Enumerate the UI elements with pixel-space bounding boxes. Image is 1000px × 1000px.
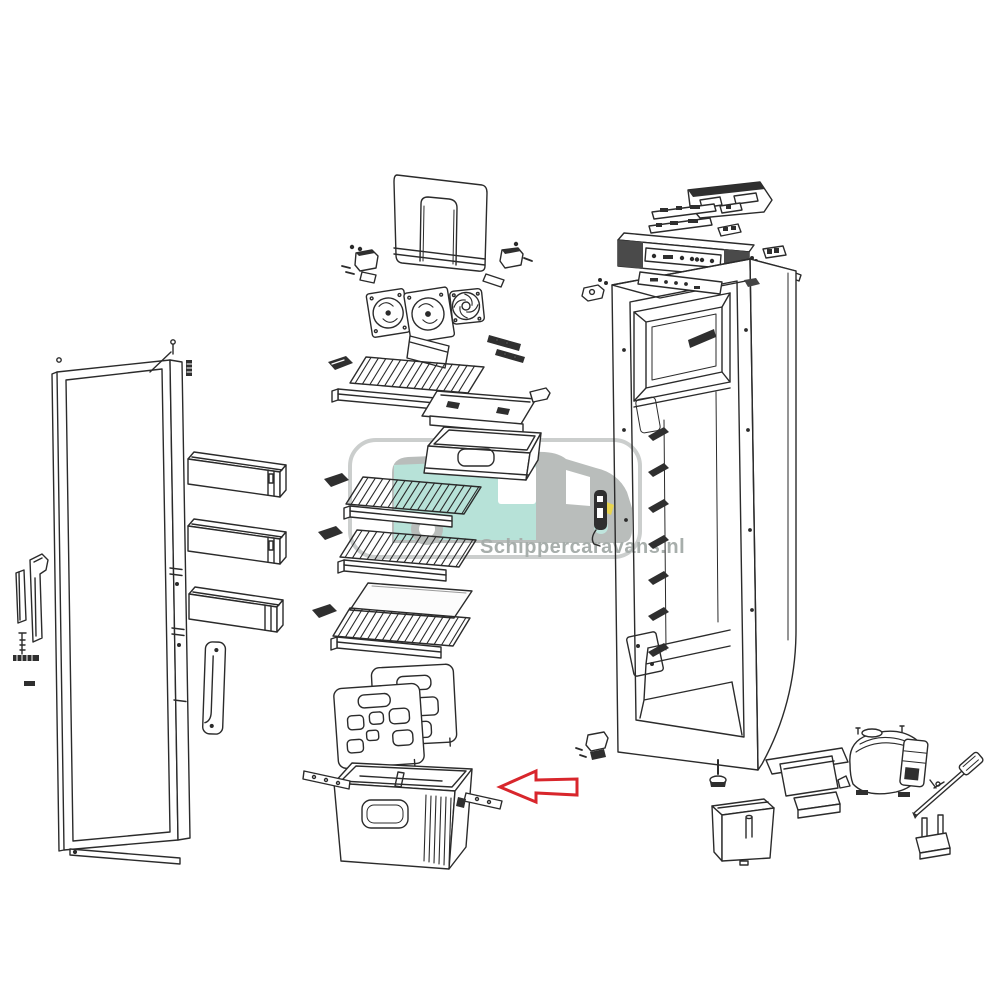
interior-label (635, 396, 661, 434)
freezer-drawer (302, 762, 503, 870)
evaporator-plate (688, 329, 716, 348)
mounting-bracket-right (482, 241, 533, 288)
drawer-handle-recess (361, 799, 409, 829)
highlight-arrow (496, 768, 579, 805)
door-catch-bracket (29, 553, 49, 643)
door-latch (591, 490, 607, 547)
cabinet-body (575, 258, 797, 787)
door-bin-2 (187, 518, 287, 565)
compressor-pipes (855, 725, 905, 735)
freezer-compartment (633, 292, 731, 408)
interior-bracket (626, 631, 664, 677)
shelf-clip (324, 473, 349, 487)
glass-shelf (349, 582, 473, 619)
cabinet-side-panel (749, 258, 797, 771)
control-panel-cluster (617, 181, 802, 282)
door-lock-parts (13, 553, 49, 686)
shelf-clip (312, 604, 337, 618)
foot-left (575, 731, 609, 760)
threaded-rod (13, 655, 39, 661)
small-pcb-strips (487, 335, 525, 363)
shelf-stack (302, 174, 551, 870)
drain-tube (745, 816, 753, 839)
crisper-handle-slot (457, 448, 495, 467)
flat-shelf-panel (421, 387, 551, 434)
panel-recess (637, 271, 723, 295)
door-pivot-pin (56, 357, 62, 363)
mounting-bracket-left (341, 244, 379, 284)
water-container (711, 798, 775, 866)
cabinet-assembly (575, 181, 802, 787)
drawer-rail-right (463, 792, 503, 810)
foot-right-adjustable (709, 759, 727, 787)
door-bottom-trim (69, 848, 181, 865)
door-assembly (13, 339, 287, 865)
fan-plate-1 (365, 288, 411, 338)
shelf-bracket-right (529, 387, 551, 403)
wire-shelf-4 (312, 604, 471, 659)
wire-shelf-3 (318, 526, 477, 582)
door-handle-plate (202, 641, 227, 735)
door-side-trim (169, 359, 191, 841)
caravan-windshield (566, 470, 590, 506)
axial-fan (449, 288, 485, 325)
cabinet-interior (626, 391, 743, 736)
compressor (837, 725, 929, 797)
cooling-unit-group (711, 725, 984, 866)
fan-plate-2 (403, 286, 456, 369)
hinge-top-left (581, 278, 609, 302)
wire-shelf-2 (324, 473, 482, 528)
door-screw (149, 343, 174, 373)
evaporator-cover-panel (393, 174, 488, 272)
shelf-clip (318, 526, 343, 540)
crisper-drawer (423, 426, 542, 481)
small-pin (24, 681, 35, 686)
drip-tray-bracket (765, 747, 849, 819)
door-panel (56, 359, 179, 851)
hinge-top-right (744, 278, 760, 287)
cabinet-front-frame (611, 258, 759, 771)
door-bin-3 (188, 586, 284, 633)
control-panel-endcap-left (618, 240, 643, 269)
shelf-support-ledges (648, 427, 669, 657)
service-rod (912, 751, 984, 819)
shelf-clip (328, 356, 353, 370)
compressor-hump (639, 629, 743, 736)
lock-screw (18, 632, 27, 655)
door-bin-1 (187, 451, 287, 498)
divider-panel-front (333, 682, 425, 777)
u-bracket (915, 814, 951, 860)
rail-clip (456, 797, 466, 808)
